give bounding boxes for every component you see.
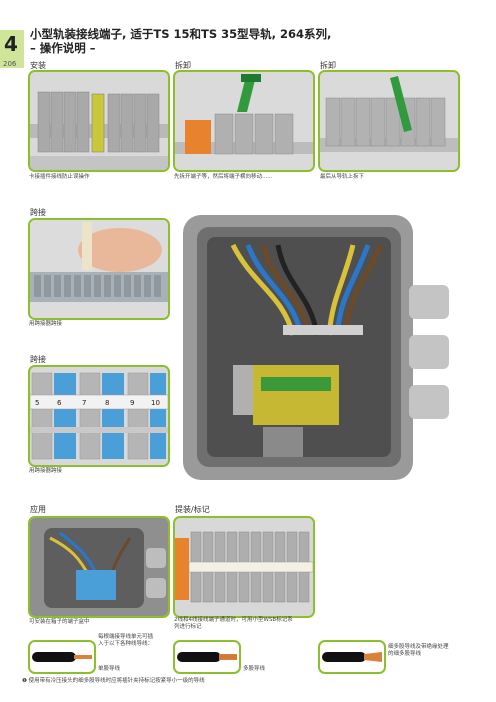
- remove-photo-1: [173, 70, 315, 172]
- marking-caption-line-2: 列进行标记: [174, 624, 202, 630]
- wire-intro-line-2: 入于以下各种线导线：: [98, 641, 154, 647]
- wire-intro: 每根端接导线单元可插 入于以下各种线导线：: [98, 634, 153, 648]
- remove-label-1: 拆卸: [175, 61, 191, 70]
- remove-caption-1: 先拆开端子等，然后将端子横向移动......: [174, 174, 273, 180]
- marker-10: 10: [151, 399, 160, 407]
- fine-wire-label-line-1: 细多股导线及带绝缘处理: [388, 644, 449, 650]
- fine-wire-label: 细多股导线及带绝缘处理 的细多股导线: [388, 644, 449, 658]
- wire-intro-line-1: 每根端接导线单元可插: [98, 634, 154, 640]
- marking-photo: [173, 516, 315, 618]
- page-title: 小型轨装接线端子, 适于TS 15和TS 35型导轨, 264系列, – 操作说…: [30, 27, 331, 55]
- solid-wire-label: 单股导线: [98, 666, 121, 672]
- marking-caption: 2线和4线接线端子通道时，可用小型WSB标记系 列进行标记: [174, 617, 293, 631]
- chapter-number: 4: [4, 32, 18, 56]
- stranded-wire-image: [173, 640, 241, 674]
- marker-5: 5: [35, 399, 39, 407]
- jumper-caption-2: 用跨接器跨接: [29, 468, 63, 474]
- marking-caption-line-1: 2线和4线接线端子通道时，可用小型WSB标记系: [174, 617, 293, 623]
- solid-wire-image: [28, 640, 96, 674]
- application-photo: [28, 516, 170, 618]
- footnote: ❶ 使用带有冷压接头的细多股导线时应将插针夹持标记按紧导小一级的导线: [22, 678, 205, 684]
- install-photo: [28, 70, 170, 172]
- jumper-photo-1: [28, 218, 170, 320]
- marker-7: 7: [82, 399, 86, 407]
- fine-wire-label-line-2: 的细多股导线: [388, 651, 422, 657]
- jumper-label-2: 跨接: [30, 355, 46, 364]
- stranded-wire-label: 多股导线: [243, 666, 266, 672]
- marker-8: 8: [105, 399, 109, 407]
- title-line-2: – 操作说明 –: [30, 41, 96, 55]
- marking-label: 提装/标记: [175, 505, 210, 514]
- marker-6: 6: [57, 399, 62, 407]
- install-caption: 卡接插件接线防止误操作: [29, 174, 90, 180]
- jumper-caption-1: 用跨接器跨接: [29, 321, 63, 327]
- chapter-tab: [0, 30, 24, 68]
- application-label: 应用: [30, 505, 46, 514]
- junction-box-photo: [173, 205, 456, 485]
- remove-caption-2: 最后从导轨上拆下: [320, 174, 365, 180]
- jumper-photo-2: 5 6 7 8 9 10: [28, 365, 170, 467]
- fine-stranded-wire-image: [318, 640, 386, 674]
- marker-9: 9: [130, 399, 134, 407]
- page-number: 206: [3, 60, 17, 68]
- install-label: 安装: [30, 61, 46, 70]
- jumper-label-1: 跨接: [30, 208, 46, 217]
- application-caption: 可安装在箱子的端子盒中: [29, 619, 90, 625]
- title-line-1: 小型轨装接线端子, 适于TS 15和TS 35型导轨, 264系列,: [30, 27, 332, 41]
- remove-label-2: 拆卸: [320, 61, 336, 70]
- remove-photo-2: [318, 70, 460, 172]
